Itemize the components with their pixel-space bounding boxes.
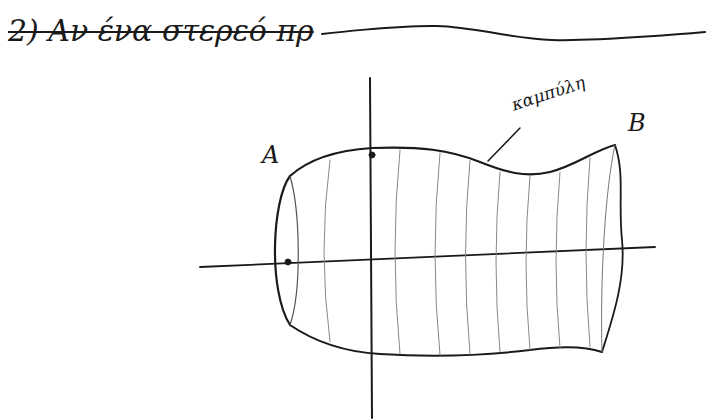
- left-end-arc: [275, 176, 290, 325]
- point-label: A: [262, 142, 279, 168]
- leader-line: [488, 128, 520, 161]
- right-end-inner-arc: [602, 145, 615, 352]
- y-axis: [370, 78, 372, 418]
- cross-section-hatches: [324, 150, 590, 355]
- upper-curve: [290, 145, 615, 176]
- point-dot: [369, 152, 375, 158]
- right-end-arc: [602, 145, 623, 352]
- struck-heading: 2) Αν ένα στερεό πρ: [8, 14, 314, 47]
- lower-curve: [290, 325, 602, 356]
- left-end-inner-arc: [290, 176, 298, 325]
- point-label: B: [628, 110, 646, 136]
- curve-label: καμπύλη: [509, 73, 587, 114]
- strike-scribble: [322, 26, 705, 40]
- point-dot: [285, 259, 291, 265]
- x-axis: [200, 247, 655, 267]
